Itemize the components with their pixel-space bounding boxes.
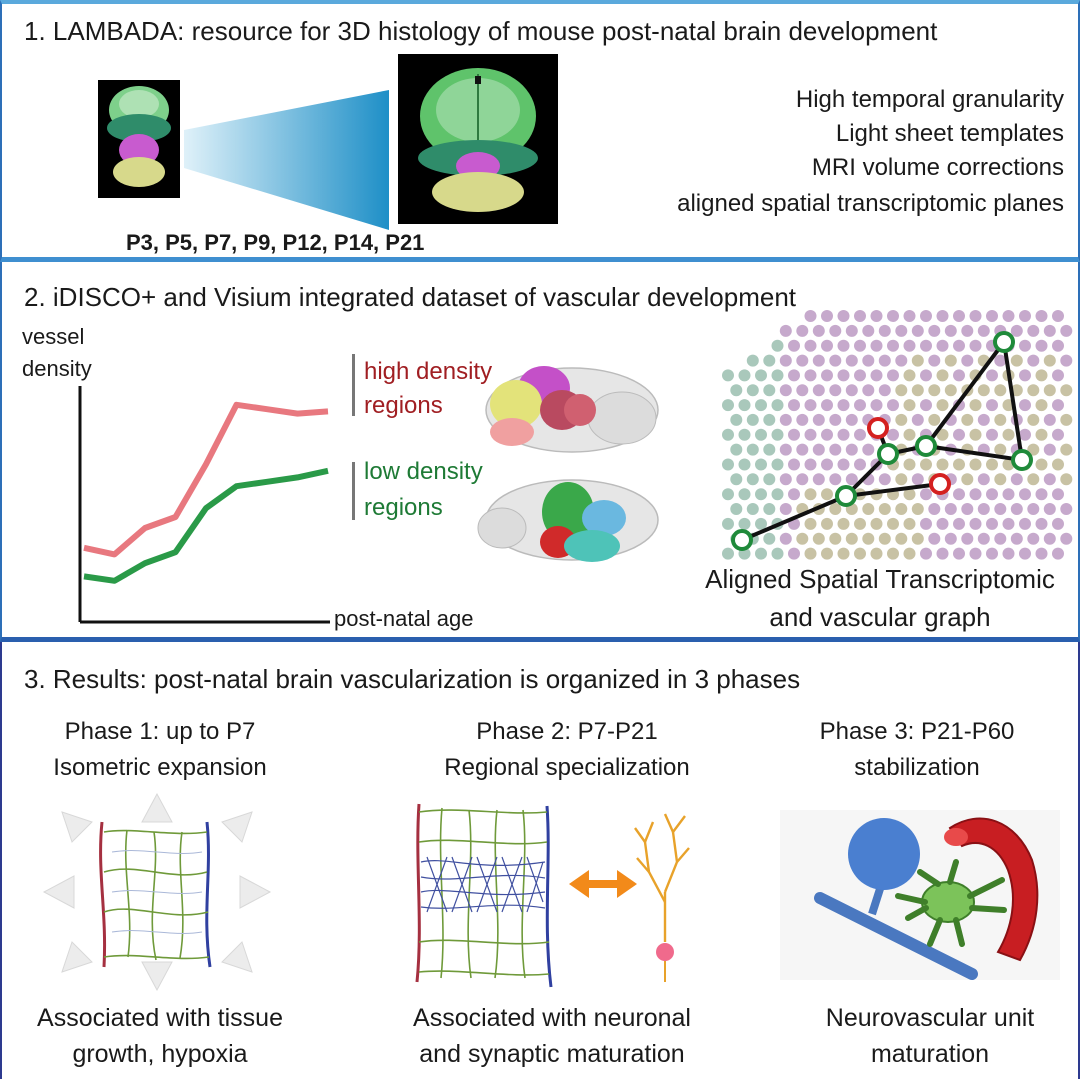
section1-title: 1. LAMBADA: resource for 3D histology of… bbox=[24, 16, 938, 46]
high-label-1: high density bbox=[364, 358, 493, 385]
phase1-caption-2: growth, hypoxia bbox=[72, 1040, 248, 1068]
neuron-icon bbox=[634, 813, 690, 942]
phase2-caption-2: and synaptic maturation bbox=[419, 1040, 685, 1068]
feature-mri: MRI volume corrections bbox=[811, 154, 1064, 181]
zoom-beam bbox=[184, 90, 389, 230]
low-label-1: low density bbox=[364, 458, 483, 485]
phase2-subtitle: Regional specialization bbox=[444, 754, 690, 781]
phase1-illustration bbox=[42, 792, 272, 992]
bidirectional-arrow bbox=[569, 870, 637, 898]
phase2-title: Phase 2: P7-P21 bbox=[476, 718, 658, 745]
density-chart bbox=[78, 386, 330, 624]
feature-transcriptomic: aligned spatial transcriptomic planes bbox=[677, 190, 1064, 217]
panel-results: 3. Results: post-natal brain vasculariza… bbox=[0, 642, 1080, 1079]
panel-idisco: 2. iDISCO+ and Visium integrated dataset… bbox=[0, 262, 1080, 642]
high-label-2: regions bbox=[364, 392, 443, 419]
high-bracket bbox=[352, 354, 355, 416]
feature-lightsheet: Light sheet templates bbox=[835, 120, 1064, 147]
low-label-2: regions bbox=[364, 494, 443, 521]
phase3-caption-2: maturation bbox=[870, 1040, 990, 1068]
section3-title: 3. Results: post-natal brain vasculariza… bbox=[24, 664, 801, 694]
y-axis-label-2: density bbox=[22, 356, 92, 381]
feature-temporal: High temporal granularity bbox=[795, 86, 1064, 113]
graph-caption-2: and vascular graph bbox=[769, 602, 991, 632]
phase2-illustration bbox=[415, 803, 690, 988]
graph-caption-1: Aligned Spatial Transcriptomic bbox=[705, 564, 1055, 594]
phase3-caption-1: Neurovascular unit bbox=[825, 1004, 1035, 1032]
phase3-subtitle: stabilization bbox=[854, 754, 980, 781]
y-axis-label-1: vessel bbox=[22, 324, 85, 349]
section2-title: 2. iDISCO+ and Visium integrated dataset… bbox=[24, 282, 797, 312]
phase3-title: Phase 3: P21-P60 bbox=[819, 718, 1015, 745]
visium-graph bbox=[722, 310, 1073, 560]
phase2-caption-1: Associated with neuronal bbox=[413, 1004, 691, 1032]
phase1-caption-1: Associated with tissue bbox=[37, 1004, 283, 1032]
brain-3d-low bbox=[477, 479, 659, 562]
age-list: P3, P5, P7, P9, P12, P14, P21 bbox=[126, 230, 425, 255]
series-line-low bbox=[83, 467, 329, 584]
series-line-high bbox=[83, 401, 329, 558]
phase1-subtitle: Isometric expansion bbox=[53, 754, 267, 781]
small-brain-image bbox=[98, 80, 180, 198]
phase1-title: Phase 1: up to P7 bbox=[64, 718, 256, 745]
low-bracket bbox=[352, 462, 355, 520]
phase3-illustration bbox=[780, 810, 1060, 980]
x-axis-label: post-natal age bbox=[334, 606, 474, 631]
large-brain-image bbox=[398, 54, 558, 224]
brain-3d-high bbox=[485, 366, 659, 453]
panel-lambada: 1. LAMBADA: resource for 3D histology of… bbox=[0, 0, 1080, 262]
